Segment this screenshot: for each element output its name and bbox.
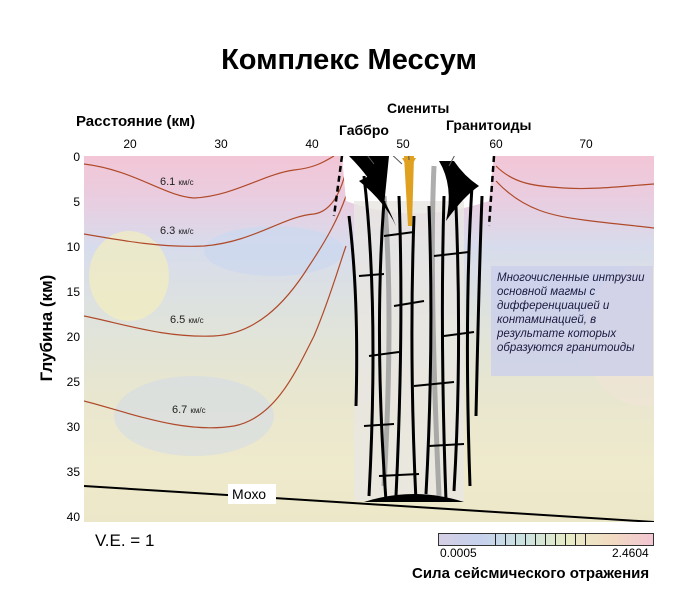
sills	[358, 231, 475, 477]
intrusion-complex	[332, 156, 496, 502]
x-tick: 20	[123, 137, 137, 151]
colorbar-max: 2.4604	[612, 546, 649, 560]
amplitude-patch	[114, 376, 274, 456]
annotation-text: Многочисленные интрузии основной магмы с…	[497, 272, 645, 354]
granitoid-body	[439, 161, 479, 221]
velocity-contours	[84, 156, 654, 429]
y-tick: 10	[66, 240, 80, 254]
amplitude-patch	[204, 226, 344, 276]
y-tick: 40	[66, 510, 80, 524]
complex-boundary-left	[332, 156, 344, 217]
label-leaders	[367, 156, 455, 167]
contour-6-7	[84, 245, 347, 429]
amplitude-patch	[89, 231, 169, 321]
gabbro-label: Габбро	[339, 122, 389, 138]
colorbar-min: 0.0005	[440, 546, 477, 560]
y-axis-label: Глубина (км)	[37, 274, 56, 382]
velocity-label: 6.5 км/с	[170, 314, 204, 326]
x-axis-label: Расстояние (км)	[76, 113, 196, 130]
contour-6-3	[84, 156, 350, 247]
y-tick: 0	[73, 150, 80, 164]
y-tick: 15	[66, 285, 80, 299]
moho-line	[84, 485, 654, 522]
y-tick: 20	[66, 330, 80, 344]
velocity-label: 6.7 км/с	[172, 404, 206, 416]
moho-label-box	[228, 484, 276, 504]
x-tick: 30	[214, 137, 228, 151]
annotation-box	[491, 266, 653, 376]
y-tick: 30	[66, 420, 80, 434]
dikes	[347, 175, 484, 502]
moho-underplate	[364, 494, 464, 502]
granitoids-label: Гранитоиды	[446, 117, 532, 133]
y-tick: 35	[66, 465, 80, 479]
colorbar-title: Сила сейсмического отражения	[412, 565, 650, 582]
syenite-top	[402, 158, 416, 170]
moho-label: Мохо	[232, 486, 267, 502]
y-tick: 5	[73, 195, 80, 209]
x-tick: 50	[396, 137, 410, 151]
gabbro-body	[359, 176, 396, 226]
contour-right-1	[495, 165, 654, 190]
contour-right-2	[495, 180, 654, 229]
vertical-exaggeration: V.E. = 1	[95, 531, 155, 550]
contour-6-1	[84, 156, 335, 199]
velocity-label: 6.3 км/с	[160, 225, 194, 237]
syenites-label: Сиениты	[387, 100, 450, 116]
contour-6-5	[84, 195, 347, 337]
colorbar-ticks	[495, 533, 595, 545]
x-tick: 60	[489, 137, 503, 151]
x-tick: 70	[579, 137, 593, 151]
complex-boundary-right	[487, 156, 496, 227]
syenite-body	[404, 156, 414, 226]
page-title: Комплекс Мессум	[221, 44, 477, 76]
velocity-label: 6.1 км/с	[160, 176, 194, 188]
x-tick: 40	[305, 137, 319, 151]
y-tick: 25	[66, 375, 80, 389]
